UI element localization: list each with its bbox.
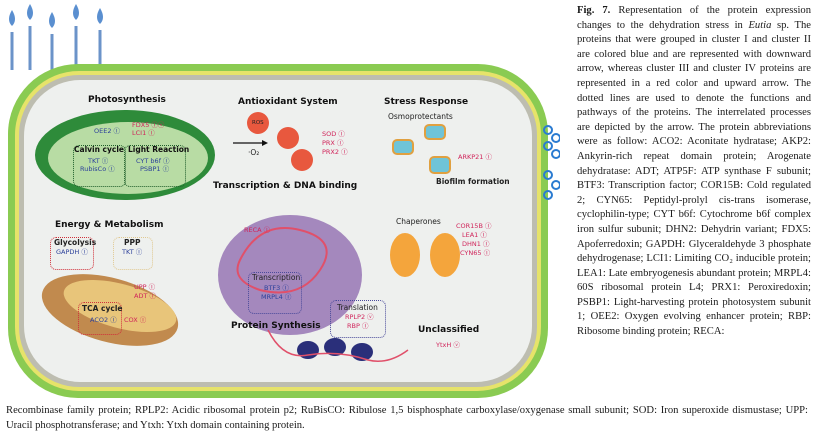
ppp-box — [113, 237, 153, 270]
osmoprotectants-label: Osmoprotectants — [388, 112, 453, 121]
protein-cox: COX Ⓘ — [124, 316, 147, 324]
protein-rubisco: RubisCo Ⓘ — [80, 165, 115, 173]
photosynthesis-title: Photosynthesis — [88, 95, 166, 105]
protein-prx: PRX Ⓘ — [322, 139, 344, 147]
tca-cycle-box — [78, 302, 122, 335]
protein-upp: UPP Ⓘ — [134, 283, 156, 291]
protein-arkp21: ARKP21 Ⓘ — [458, 153, 492, 161]
protein-ytxh: YtxH ⓥ — [436, 341, 460, 349]
figure-caption-continued: Recombinase family protein; RPLP2: Acidi… — [6, 405, 808, 431]
transcription-dna-title: Transcription & DNA binding — [213, 181, 358, 191]
protein-dhn1: DHN1 Ⓘ — [462, 240, 490, 248]
superoxide-label: ·O₂ — [248, 148, 260, 157]
transcription-box — [248, 272, 302, 314]
species-name: Eutia — [748, 19, 772, 31]
protein-synthesis-title: Protein Synthesis — [231, 321, 321, 331]
glycolysis-label: Glycolysis — [54, 238, 97, 247]
caption-text-1: Representation of the protein expression… — [577, 5, 811, 31]
chaperones-label: Chaperones — [396, 217, 441, 226]
protein-cyn65: CYN65 Ⓘ — [460, 249, 491, 257]
protein-tkt-ppp: TKT Ⓘ — [122, 248, 143, 256]
unclassified-title: Unclassified — [418, 325, 480, 335]
ros-star-icon — [247, 112, 313, 171]
protein-rplp2: RPLP2 ⓥ — [345, 313, 374, 321]
chaperone-icon — [390, 233, 460, 277]
water-drops-icon — [9, 4, 103, 28]
protein-cytb6f: CYT b6f Ⓘ — [136, 157, 170, 165]
protein-lci1: LCI1 Ⓘ — [132, 129, 155, 137]
ros-label: ROS — [252, 120, 264, 126]
protein-aco2: ACO2 Ⓘ — [90, 316, 117, 324]
osmoprotectant-icon — [392, 124, 451, 174]
glycolysis-box — [50, 237, 94, 270]
protein-mrpl4: MRPL4 Ⓘ — [261, 293, 292, 301]
ppp-label: PPP — [124, 238, 141, 247]
protein-reca: RECA Ⓘ — [244, 226, 271, 234]
figure-caption: Fig. 7. Representation of the protein ex… — [577, 4, 811, 340]
light-reaction-label: Light Reaction — [128, 145, 190, 154]
antioxidant-title: Antioxidant System — [238, 97, 338, 107]
protein-oee2: OEE2 Ⓘ — [94, 127, 121, 135]
calvin-cycle-box — [73, 145, 126, 187]
light-reaction-box — [124, 145, 186, 187]
protein-btf3: BTF3 Ⓘ — [264, 284, 289, 292]
protein-adt: ADT Ⓘ — [134, 292, 156, 300]
protein-prx2: PRX2 Ⓘ — [322, 148, 348, 156]
protein-lea1: LEA1 Ⓘ — [462, 231, 487, 239]
polysaccharide-icon — [543, 125, 560, 200]
translation-label: Translation — [337, 303, 378, 312]
protein-sod: SOD Ⓘ — [322, 130, 345, 138]
biofilm-label: Biofilm formation — [436, 177, 510, 186]
figure-label: Fig. 7. — [577, 5, 611, 16]
protein-tkt-calvin: TKT Ⓘ — [88, 157, 109, 165]
protein-rbp: RBP Ⓘ — [347, 322, 369, 330]
calvin-cycle-label: Calvin cycle — [74, 145, 124, 154]
protein-psbp1: PSBP1 Ⓘ — [140, 165, 170, 173]
translation-box — [330, 300, 386, 338]
energy-metabolism-title: Energy & Metabolism — [55, 220, 164, 230]
protein-cor15b: COR15B Ⓘ — [456, 222, 492, 230]
figure-illustration: Photosynthesis Calvin cycle Light Reacti… — [8, 4, 560, 398]
transcription-label: Transcription — [252, 273, 301, 282]
caption-text-2: sp. The proteins that were grouped in cl… — [577, 19, 811, 338]
upward-arrows-icon — [10, 26, 102, 70]
cell-diagram — [8, 4, 560, 398]
tca-cycle-label: TCA cycle — [82, 304, 123, 313]
stress-response-title: Stress Response — [384, 97, 469, 107]
protein-gapdh: GAPDH Ⓘ — [56, 248, 88, 256]
protein-fdx5: FDX5 Ⓘⓥ — [132, 121, 165, 129]
